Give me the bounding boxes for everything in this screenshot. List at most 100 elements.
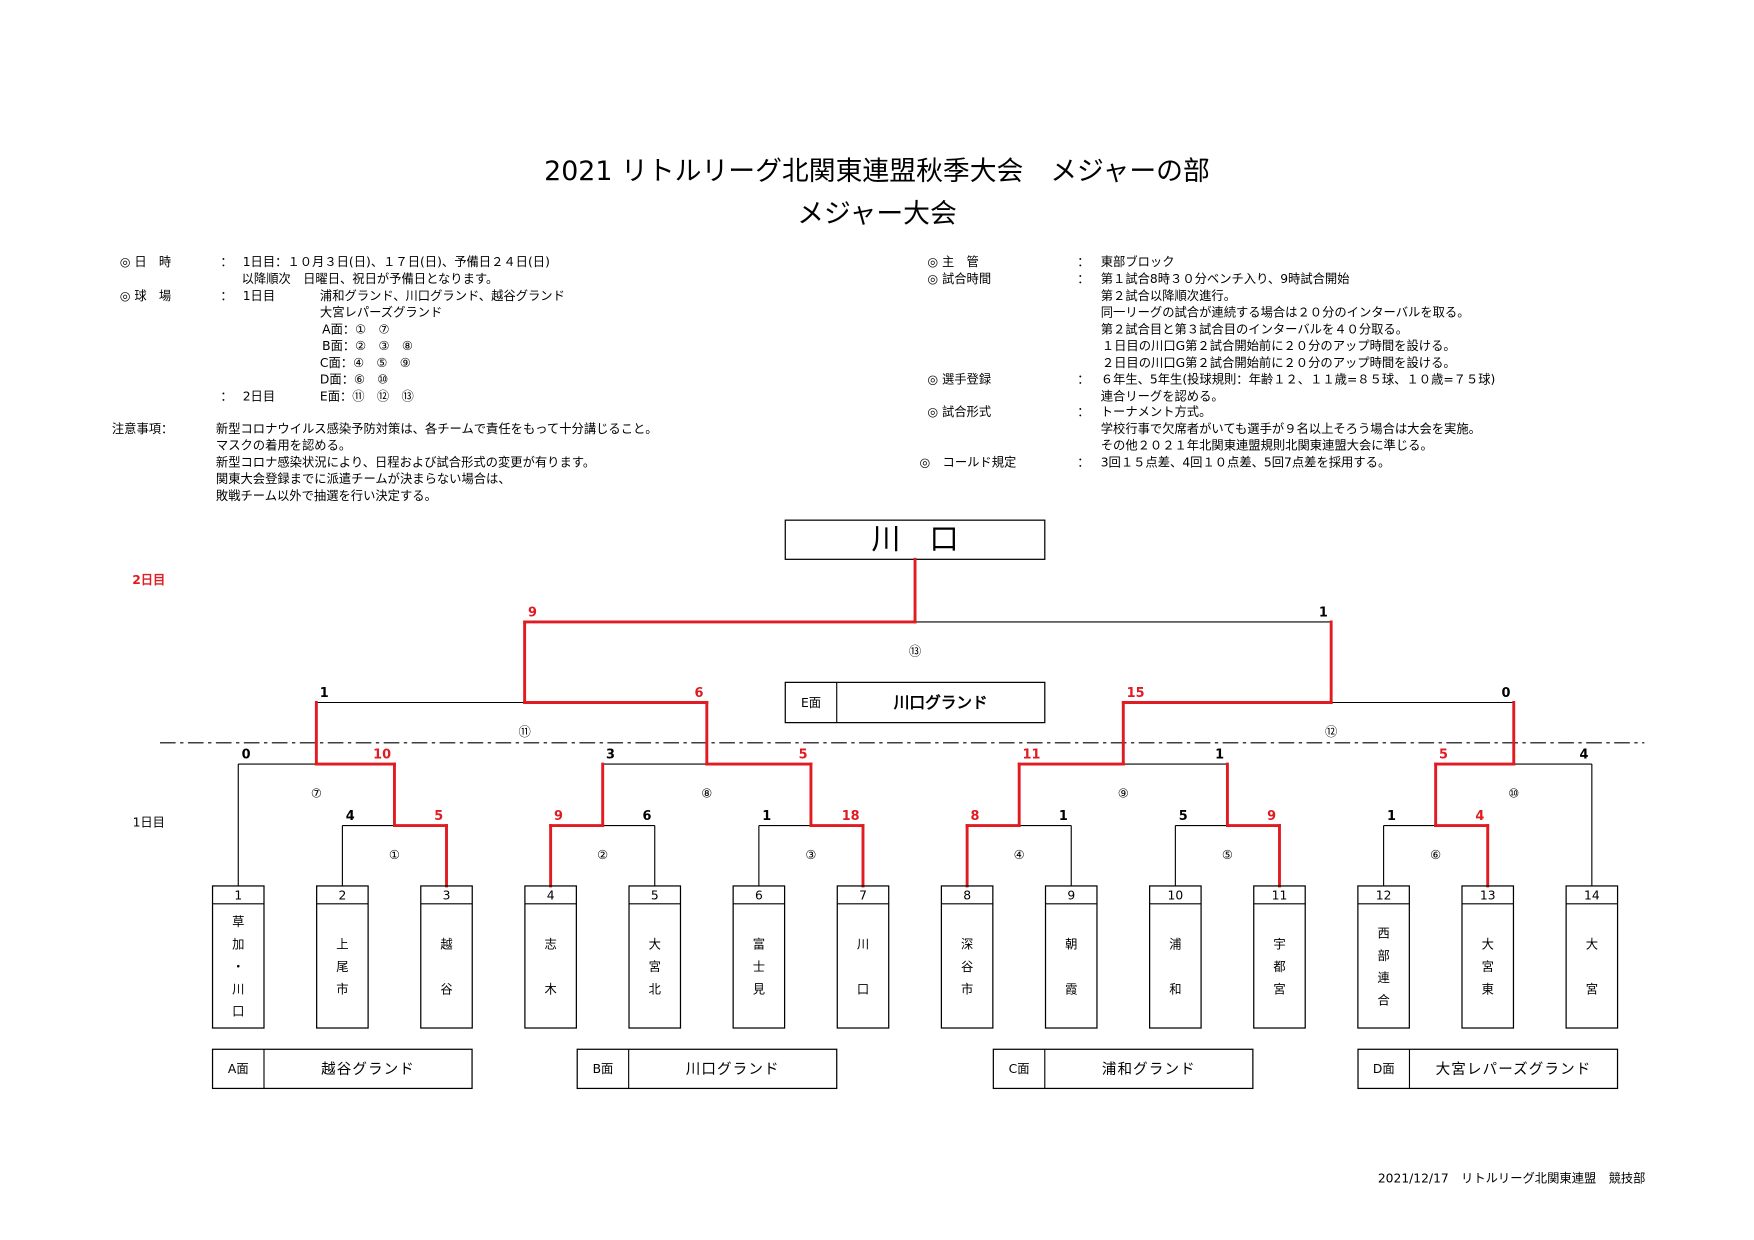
field-box-frame <box>1357 1048 1619 1090</box>
team-number: 7 <box>859 888 867 902</box>
team-box-frame <box>316 885 369 1029</box>
game-time-line: 第２試合以降順次進行。 <box>1101 288 1236 303</box>
note-line: マスクの着用を認める。 <box>216 438 351 453</box>
field-games: B面：② ③ ⑧ <box>322 339 413 353</box>
team-box-frame <box>1461 885 1515 1029</box>
winning-score: 9 <box>528 605 537 620</box>
team-name: 川口 <box>857 938 869 997</box>
left-info-block: ◎ 日 時 ： 1日目：１０月３日(日)、１７日(日)、予備日２４日(日) 以降… <box>120 254 565 403</box>
schedule-line: 以降順次 日曜日、祝日が予備日となります。 <box>242 271 499 286</box>
team-number: 10 <box>1168 888 1184 902</box>
venue-boxes: A面 越谷グランド B面川口グランド C面浦和グランド D面大宮レパーズグランド <box>211 1048 1619 1090</box>
team-name: 大宮北 <box>649 938 661 997</box>
team-box-frame <box>1044 885 1098 1029</box>
team-box-frame <box>211 885 265 1029</box>
bracket-lines <box>237 557 1593 888</box>
venue-day2: 2日目 <box>243 389 275 403</box>
colon: ： <box>220 289 232 303</box>
team-box: 4志木 <box>524 885 577 1029</box>
losing-score: 0 <box>1501 686 1510 701</box>
field-box: C面浦和グランド <box>992 1048 1254 1090</box>
venue-grounds: 浦和グランド、川口グランド、越谷グランド <box>320 289 565 303</box>
colon: ： <box>220 255 232 269</box>
team-box: 7 川口 <box>836 885 890 1029</box>
game-time-line: 同一リーグの試合が連続する場合は２０分のインターバルを取る。 <box>1101 305 1470 320</box>
team-box: 11 宇都宮 <box>1253 885 1306 1029</box>
team-box-frame <box>732 885 786 1029</box>
team-box: 2 上尾市 <box>316 885 369 1029</box>
team-box-frame <box>420 885 473 1029</box>
losing-score: 5 <box>1179 809 1188 824</box>
winning-score: 4 <box>1475 809 1484 824</box>
losing-score: 3 <box>606 747 615 762</box>
day1-label: 1日目 <box>133 816 165 830</box>
team-box-frame <box>1565 885 1619 1029</box>
field-label: A面 <box>228 1062 249 1076</box>
team-name: 宇都宮 <box>1273 937 1285 997</box>
losing-score: 1 <box>1215 747 1224 762</box>
team-number: 13 <box>1480 888 1496 902</box>
team-name: 西部連合 <box>1377 926 1389 1007</box>
team-name: 朝霞 <box>1065 938 1077 997</box>
note-line: 新型コロナウイルス感染予防対策は、各チームで責任をもって十分講じること。 <box>216 421 658 436</box>
field-label: C面 <box>1009 1062 1030 1076</box>
team-box: 3 越谷 <box>420 885 473 1029</box>
team-number: 4 <box>547 888 555 902</box>
losing-score: 6 <box>642 809 651 824</box>
winning-score: 10 <box>373 747 391 762</box>
team-name: 上尾市 <box>336 938 348 997</box>
team-number: 9 <box>1067 888 1075 902</box>
registration-line: 連合リーグを認める。 <box>1101 388 1224 403</box>
team-box: 1草加・川口 <box>211 885 265 1029</box>
team-name: 越谷 <box>440 938 452 997</box>
game-number: ② <box>597 848 608 862</box>
team-number: 2 <box>338 888 346 902</box>
winning-score: 5 <box>434 809 443 824</box>
format-line: その他２０２１年北関東連盟規則北関東連盟大会に準じる。 <box>1101 438 1433 453</box>
field-box-frame <box>992 1048 1254 1090</box>
game-number: ④ <box>1014 848 1025 862</box>
field-box: D面大宮レパーズグランド <box>1357 1048 1619 1090</box>
colon: ： <box>220 389 232 403</box>
team-name: 浦和 <box>1169 938 1181 997</box>
organizer-label: ◎ 主 管 <box>927 254 979 269</box>
winning-score: 18 <box>842 809 860 824</box>
team-box-frame <box>524 885 577 1029</box>
team-box-frame <box>1357 885 1410 1029</box>
game-time-label: ◎ 試合時間 <box>927 271 991 286</box>
format-line: 学校行事で欠席者がいても選手が９名以上そろう場合は大会を実施。 <box>1101 421 1481 436</box>
game-number: ③ <box>805 848 816 862</box>
team-boxes: 1草加・川口2上尾市3越谷4志木5大宮北6富士見7川口8深谷市9朝霞10浦和11… <box>211 885 1619 1029</box>
team-number: 11 <box>1272 888 1288 902</box>
field-ground: 大宮レパーズグランド <box>1436 1061 1592 1078</box>
losing-score: 1 <box>1387 809 1396 824</box>
losing-score: 4 <box>346 809 355 824</box>
game-number: ⑤ <box>1222 848 1233 862</box>
losing-score: 1 <box>320 686 329 701</box>
winning-score: 9 <box>554 809 563 824</box>
called-game-rule: 3回１５点差、4回１０点差、5回7点差を採用する。 <box>1101 455 1391 469</box>
footer-text: 2021/12/17 リトルリーグ北関東連盟 競技部 <box>1378 1170 1646 1185</box>
team-box-frame <box>836 885 890 1029</box>
game-time-line: 第２試合目と第３試合目のインターバルを４０分取る。 <box>1101 321 1408 336</box>
team-number: 3 <box>443 888 451 902</box>
field-ground: 越谷グランド <box>321 1061 415 1078</box>
losing-score: 1 <box>1059 809 1068 824</box>
field-box: B面川口グランド <box>576 1048 838 1090</box>
team-name: 深谷市 <box>961 938 973 997</box>
note-line: 新型コロナ感染状況により、日程および試合形式の変更が有ります。 <box>216 454 595 469</box>
final-field-box: E面 川口グランド <box>784 681 1046 724</box>
registration-label: ◎ 選手登録 <box>927 372 991 387</box>
day2-label: 2日目 <box>132 573 165 587</box>
notes-block: 注意事項： 新型コロナウイルス感染予防対策は、各チームで責任をもって十分講じるこ… <box>112 421 658 503</box>
final-field-label: E面 <box>801 696 821 710</box>
field-games: C面：④ ⑤ ⑨ <box>320 356 411 370</box>
game-number: ⑦ <box>311 787 322 801</box>
field-label: B面 <box>593 1062 614 1076</box>
colon: ： <box>1077 272 1089 286</box>
game-number: ⑩ <box>1508 787 1519 801</box>
